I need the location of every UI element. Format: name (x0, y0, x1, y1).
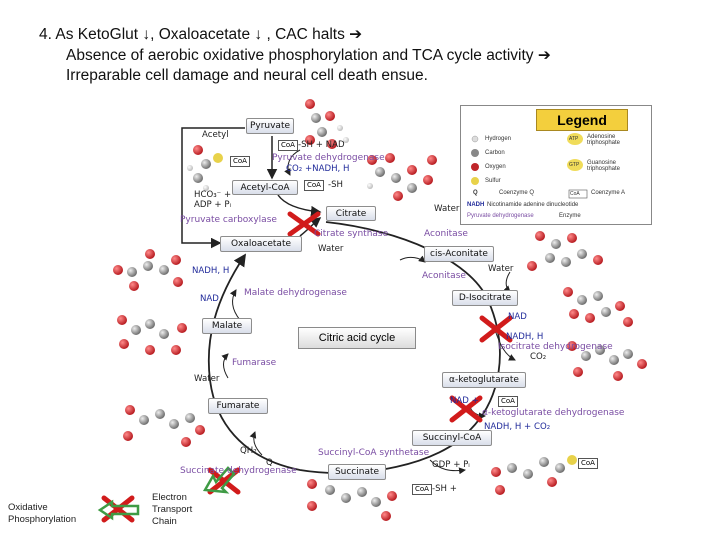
legend-swatches (471, 133, 588, 199)
enzyme-akg-dehydrogenase: α-ketoglutarate dehydrogenase (482, 408, 625, 418)
molecule-succinyl-coa (491, 455, 577, 495)
enzyme-aconitase-1: Aconitase (424, 229, 468, 239)
enzyme-isocitrate-dehydrogenase: Isocitrate dehydrogenase (498, 342, 613, 352)
coa-tag-1: CoA (278, 140, 298, 151)
metabolite-acetyl-coa: Acetyl-CoA (232, 180, 298, 195)
legend-coenzyme-q: Coenzyme Q (499, 190, 535, 196)
molecule-fumarate (123, 405, 205, 447)
legend-gtp: Guanosine triphosphate (587, 160, 621, 172)
header-line-3: Irreparable cell damage and neural cell … (66, 67, 428, 84)
metabolite-pyruvate: Pyruvate (246, 118, 294, 134)
enzyme-pyruvate-carboxylase: Pyruvate carboxylase (180, 215, 277, 225)
metabolite-cis-aconitate: cis-Aconitate (424, 246, 494, 262)
legend-abbr-coa: CoA (570, 191, 580, 197)
metabolite-citrate: Citrate (326, 206, 376, 221)
block-x-akg-dh (449, 395, 483, 423)
header-line-2: Absence of aerobic oxidative phosphoryla… (66, 47, 551, 64)
molecule-alpha-ketoglutarate (567, 341, 647, 381)
label-oxidative-phosphorylation: Oxidative Phosphorylation (8, 502, 77, 525)
legend: Legend Hydrogen Carbon Oxygen Sulfur Coe… (460, 105, 652, 225)
oxaloacetate-arrow (299, 217, 322, 237)
block-x-citrate-synthase (287, 211, 321, 237)
molecule-cis-aconitate (527, 231, 603, 271)
coa-tag-3: CoA (304, 180, 324, 191)
molecule-malate (117, 315, 187, 355)
legend-nadh: Nicotinamide adenine dinucleotide (487, 202, 579, 208)
legend-coenzyme-a: Coenzyme A (591, 190, 626, 196)
legend-enzyme: Enzyme (559, 213, 581, 219)
enzyme-succinate-dehydrogenase: Succinate dehydrogenase (180, 466, 297, 476)
legend-sulfur: Sulfur (485, 178, 501, 184)
label-nadh-h-1: NADH, H (192, 266, 230, 276)
label-nad-3: NAD + (450, 396, 479, 406)
label-acetyl: Acetyl (202, 130, 229, 140)
legend-carbon: Carbon (485, 150, 505, 156)
label-water-1: Water (318, 244, 344, 254)
header-line-1: 4. As KetoGlut ↓, Oxaloacetate ↓ , CAC h… (39, 26, 363, 43)
enzyme-fumarase: Fumarase (232, 358, 277, 368)
metabolite-d-isocitrate: D-Isocitrate (452, 290, 518, 306)
label-q: Q (266, 458, 273, 468)
label-nad-2: NAD (508, 312, 527, 322)
coa-tag-6: CoA (578, 458, 598, 469)
header: 4. As KetoGlut ↓, Oxaloacetate ↓ , CAC h… (0, 0, 728, 100)
enzyme-succinyl-coa-synthetase: Succinyl-CoA synthetase (318, 448, 430, 458)
coa-tag-4: CoA (498, 396, 518, 407)
enzyme-aconitase-2: Aconitase (422, 271, 466, 281)
molecule-pyruvate (305, 99, 349, 149)
legend-abbr-gtp: GTP (569, 162, 580, 168)
label-adp-pi: ADP + Pᵢ (194, 200, 232, 210)
label-nadh-h-2: NADH, H (506, 332, 544, 342)
label-coa-sh: -SH + (432, 484, 457, 494)
molecule-oxaloacetate (113, 249, 183, 291)
metabolite-malate: Malate (202, 318, 252, 334)
legend-atp: Adenosine triphosphate (587, 134, 621, 146)
legend-pyruvate-dh: Pyruvate dehydrogenase (467, 213, 534, 219)
metabolite-succinate: Succinate (328, 464, 386, 480)
label-water-4: Water (194, 374, 220, 384)
label-gdp-pi: GDP + Pᵢ (432, 460, 470, 470)
legend-abbr-q: Q (473, 190, 478, 196)
etc-arrow-up (202, 466, 236, 494)
legend-title: Legend (536, 109, 628, 131)
legend-oxygen: Oxygen (485, 164, 506, 170)
etc-arrow-left (97, 499, 140, 521)
coa-tag-2: CoA (230, 156, 250, 167)
label-nadh-co2: NADH, H + CO₂ (484, 422, 551, 432)
legend-abbr-nadh: NADH (467, 202, 485, 208)
legend-abbr-atp: ATP (569, 136, 579, 142)
block-x-isocitrate-dh (479, 315, 513, 343)
cycle-title: Citric acid cycle (298, 327, 416, 349)
molecule-succinate (307, 479, 397, 521)
legend-hydrogen: Hydrogen (485, 136, 512, 142)
metabolite-oxaloacetate: Oxaloacetate (220, 236, 302, 252)
label-co2: CO₂ (530, 352, 547, 362)
enzyme-citrate-synthase: Citrate synthase (314, 229, 389, 239)
metabolite-alpha-ketoglutarate: α-ketoglutarate (442, 372, 526, 388)
label-water-3: Water (488, 264, 514, 274)
enzyme-pyruvate-dehydrogenase: Pyruvate dehydrogenase (272, 153, 385, 163)
cycle-arc (207, 221, 501, 474)
molecule-isocitrate (563, 287, 633, 327)
label-nad-1: NAD (200, 294, 219, 304)
label-water-2: Water (434, 204, 460, 214)
acetyl-arrow (277, 194, 322, 217)
label-sh: -SH (328, 180, 344, 190)
molecule-citrate (367, 153, 437, 201)
pyruvate-carboxylase-arrow (181, 127, 245, 249)
label-sh-nad: -SH + NAD (298, 140, 345, 150)
metabolite-fumarate: Fumarate (208, 398, 268, 414)
label-co2-nadh: CO₂ +NADH, H (286, 164, 350, 174)
metabolite-succinyl-coa: Succinyl-CoA (412, 430, 492, 446)
label-electron-transport-chain: Electron Transport Chain (152, 492, 193, 527)
label-hco3: HCO₃⁻ + (194, 190, 232, 200)
label-qh2: QH₂ (240, 446, 257, 456)
coa-tag-5: CoA (412, 484, 432, 495)
enzyme-malate-dehydrogenase: Malate dehydrogenase (244, 288, 347, 298)
molecule-acetyl (187, 145, 223, 191)
